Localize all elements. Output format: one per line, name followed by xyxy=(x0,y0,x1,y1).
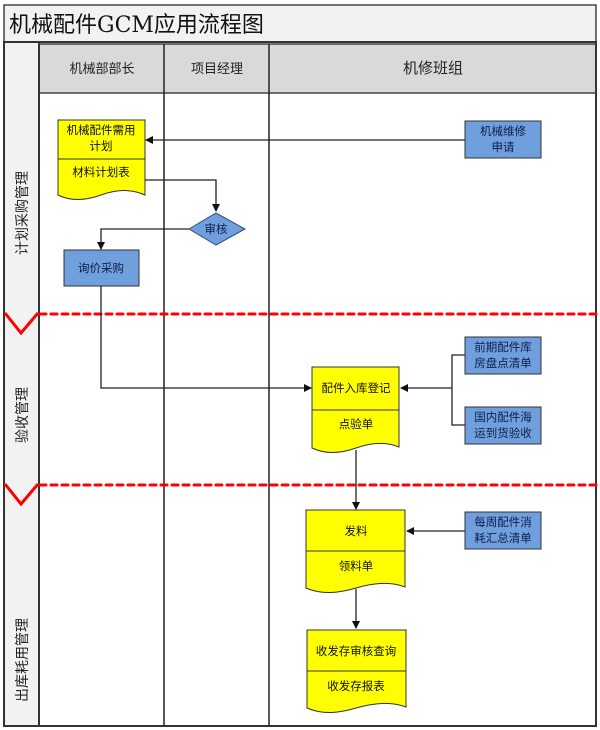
lane-header-row: 机械部部长 项目经理 机修班组 xyxy=(39,43,596,94)
node-doc-label: 点验单 xyxy=(339,417,374,431)
node-title: 发料 xyxy=(345,524,368,538)
lane-header-dept-head: 机械部部长 xyxy=(69,62,134,77)
node-title: 计划 xyxy=(90,139,113,153)
node-inout-query[interactable]: 收发存审核查询 收发存报表 xyxy=(306,629,407,713)
diagram-title: 机械配件GCM应用流程图 xyxy=(9,13,264,38)
phase-label-acceptance: 验收管理 xyxy=(15,387,31,443)
process-shape xyxy=(464,120,542,159)
title-background xyxy=(3,4,597,43)
node-label: 审核 xyxy=(205,222,228,236)
phase-label-column xyxy=(5,43,39,725)
connectors xyxy=(97,136,465,629)
node-label: 前期配件库 xyxy=(474,340,532,354)
process-shape xyxy=(464,406,542,445)
lane-header-repair-team: 机修班组 xyxy=(403,59,463,77)
process-shape xyxy=(464,511,542,550)
node-doc-label: 领料单 xyxy=(339,559,374,573)
title-bar: 机械配件GCM应用流程图 xyxy=(3,4,597,43)
decision-shape xyxy=(188,212,247,246)
node-demand-plan[interactable]: 机械配件需用 计划 材料计划表 xyxy=(57,119,146,200)
node-review[interactable]: 审核 xyxy=(188,212,247,246)
node-label: 国内配件海 xyxy=(474,410,532,424)
phase-chevron-icon xyxy=(3,483,40,507)
node-label: 房盘点清单 xyxy=(474,356,532,370)
node-warehouse-entry[interactable]: 配件入库登记 点验单 xyxy=(311,366,400,453)
node-previous-inventory[interactable]: 前期配件库 房盘点清单 xyxy=(464,336,542,375)
node-label: 耗汇总清单 xyxy=(474,531,532,545)
node-repair-request[interactable]: 机械维修 申请 xyxy=(464,120,542,159)
node-label: 每周配件消 xyxy=(474,515,532,529)
lane-header-project-manager: 项目经理 xyxy=(191,62,243,77)
node-doc-label: 收发存报表 xyxy=(327,679,385,693)
phase-label-plan-purchase: 计划采购管理 xyxy=(15,171,31,255)
node-domestic-receipt[interactable]: 国内配件海 运到货验收 xyxy=(464,406,542,445)
node-label: 询价采购 xyxy=(78,261,124,275)
phase-label-outbound-consumption: 出库耗用管理 xyxy=(15,618,31,702)
node-label: 申请 xyxy=(492,140,515,154)
document-shape xyxy=(57,119,146,200)
process-shape xyxy=(464,336,542,375)
phase-divider-1 xyxy=(3,312,598,336)
edge-review-to-inquiry-purchase xyxy=(97,228,189,250)
node-title: 配件入库登记 xyxy=(322,381,391,395)
lane-header-background xyxy=(40,44,595,93)
node-title: 机械配件需用 xyxy=(67,123,136,137)
node-label: 机械维修 xyxy=(480,124,526,138)
node-weekly-summary[interactable]: 每周配件消 耗汇总清单 xyxy=(464,511,542,550)
node-doc-label: 材料计划表 xyxy=(72,165,130,179)
edge-demand-plan-to-review xyxy=(145,179,220,212)
edge-bracket-inventory-sources xyxy=(451,354,465,426)
edge-inquiry-purchase-to-warehouse-entry xyxy=(100,286,312,392)
node-label: 运到货验收 xyxy=(474,426,532,440)
phase-chevron-icon xyxy=(3,312,40,336)
phase-divider-2 xyxy=(3,483,598,507)
node-issue-material[interactable]: 发料 领料单 xyxy=(305,509,406,593)
node-inquiry-purchase[interactable]: 询价采购 xyxy=(63,249,140,287)
process-shape xyxy=(63,249,140,287)
node-title: 收发存审核查询 xyxy=(316,644,397,658)
